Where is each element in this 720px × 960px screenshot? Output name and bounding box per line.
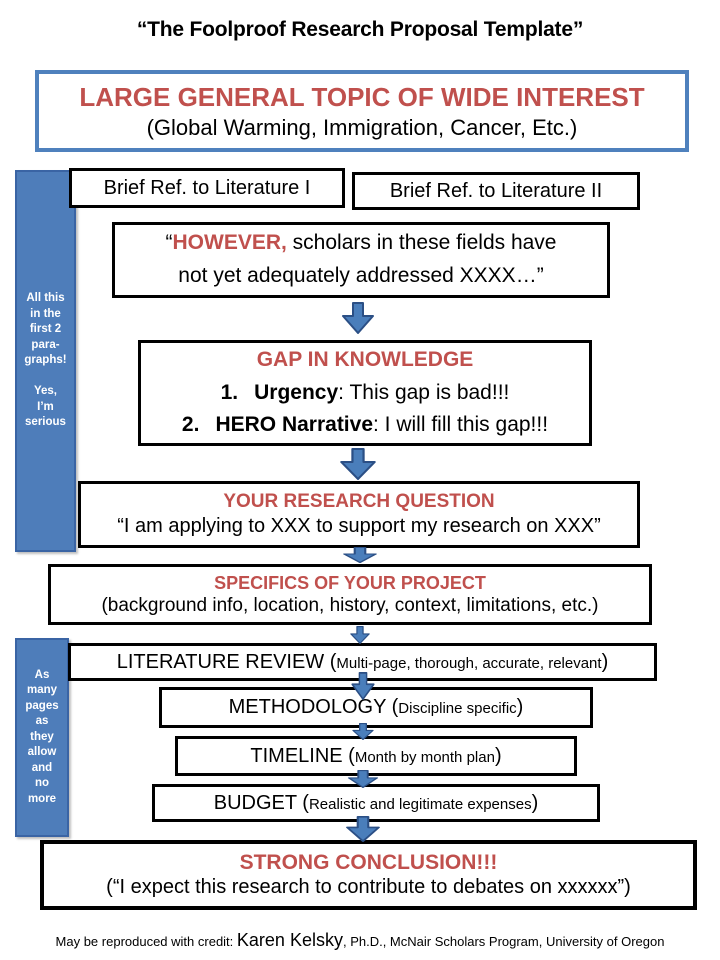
down-arrow-icon (347, 770, 379, 788)
down-arrow-icon (342, 302, 374, 334)
research-question-box: YOUR RESEARCH QUESTION “I am applying to… (78, 481, 640, 548)
budget-box: BUDGET (Realistic and legitimate expense… (152, 784, 600, 822)
specifics-title: SPECIFICS OF YOUR PROJECT (214, 572, 486, 593)
down-arrow-icon (351, 672, 375, 700)
gap-item-1: 1.Urgency: This gap is bad!!! (220, 380, 510, 404)
conclusion-box: STRONG CONCLUSION!!! (“I expect this res… (40, 840, 697, 910)
however-line-1: “HOWEVER, scholars in these fields have (165, 231, 557, 255)
sidebar-note-pages: As many pages as they allow and no more (15, 638, 69, 837)
down-arrow-icon (343, 547, 377, 563)
conclusion-quote: (“I expect this research to contribute t… (106, 876, 631, 898)
down-arrow-icon (346, 816, 380, 842)
however-line-2: not yet adequately addressed XXXX…” (178, 264, 544, 287)
credit-suffix: , Ph.D., McNair Scholars Program, Univer… (342, 934, 665, 949)
page-title: “The Foolproof Research Proposal Templat… (136, 18, 584, 41)
conclusion-title: STRONG CONCLUSION!!! (239, 851, 498, 874)
research-question-title: YOUR RESEARCH QUESTION (223, 491, 495, 512)
topic-examples: (Global Warming, Immigration, Cancer, Et… (146, 114, 578, 140)
down-arrow-icon (340, 448, 376, 480)
literature-ref-1-box: Brief Ref. to Literature I (69, 168, 345, 208)
specifics-detail: (background info, location, history, con… (101, 594, 599, 616)
down-arrow-icon (352, 723, 374, 740)
gap-in-knowledge-box: GAP IN KNOWLEDGE 1.Urgency: This gap is … (138, 340, 592, 446)
credit-name: Karen Kelsky (236, 930, 343, 950)
specifics-box: SPECIFICS OF YOUR PROJECT (background in… (48, 564, 652, 625)
sidebar-note-paragraphs: All this in the first 2 para- graphs! Ye… (15, 170, 76, 552)
gap-item-2: 2.HERO Narrative: I will fill this gap!!… (181, 413, 549, 437)
topic-heading: LARGE GENERAL TOPIC OF WIDE INTEREST (79, 82, 645, 113)
topic-box: LARGE GENERAL TOPIC OF WIDE INTEREST (Gl… (35, 70, 689, 152)
however-emphasis: HOWEVER, (172, 231, 287, 255)
gap-title: GAP IN KNOWLEDGE (256, 348, 474, 372)
however-box: “HOWEVER, scholars in these fields have … (112, 222, 610, 298)
methodology-box: METHODOLOGY (Discipline specific) (159, 687, 593, 728)
literature-ref-2-box: Brief Ref. to Literature II (352, 172, 640, 210)
down-arrow-icon (350, 626, 370, 644)
credit-line: May be reproduced with credit: Karen Kel… (0, 930, 720, 951)
research-question-quote: “I am applying to XXX to support my rese… (117, 515, 601, 537)
credit-prefix: May be reproduced with credit: (55, 934, 237, 949)
timeline-box: TIMELINE (Month by month plan) (175, 736, 577, 776)
